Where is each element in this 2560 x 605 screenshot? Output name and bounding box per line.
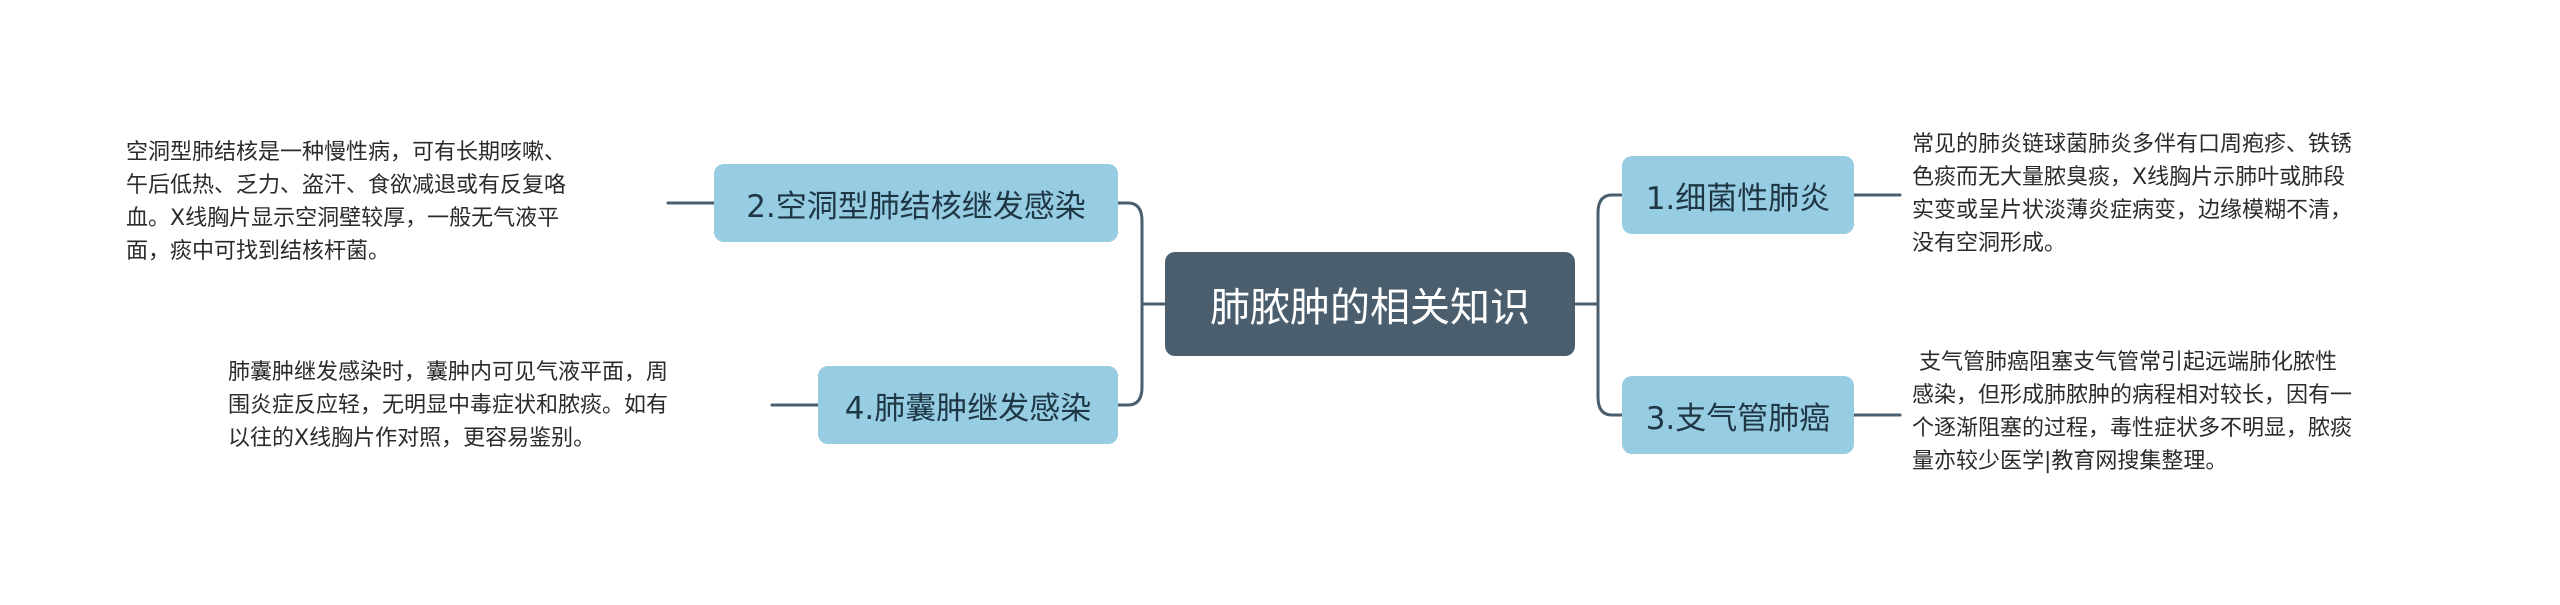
branch-node-2[interactable]: 2.空洞型肺结核继发感染 <box>714 164 1118 242</box>
leaf-1-line: 实变或呈片状淡薄炎症病变，边缘模糊不清， <box>1912 198 2353 223</box>
center-topic[interactable]: 肺脓肿的相关知识 <box>1165 252 1575 356</box>
connector-center-to-branch-1 <box>1573 193 1624 306</box>
leaf-text-1: 常见的肺炎链球菌肺炎多伴有口周疱疹、铁锈 色痰而无大量脓臭痰，X线胸片示肺叶或肺… <box>1912 128 2452 260</box>
branch-node-4[interactable]: 4.肺囊肿继发感染 <box>818 366 1118 444</box>
connector-center-to-branch-3 <box>1573 302 1624 417</box>
leaf-2-line: 血。X线胸片显示空洞壁较厚，一般无气液平 <box>126 206 560 231</box>
connector-center-to-branch-2 <box>1116 201 1167 306</box>
leaf-4-line: 肺囊肿继发感染时，囊肿内可见气液平面，周 <box>228 360 669 385</box>
connector-center-to-branch-4 <box>1116 302 1167 407</box>
leaf-2-line: 面，痰中可找到结核杆菌。 <box>126 239 391 264</box>
leaf-3-line: 个逐渐阻塞的过程，毒性症状多不明显，脓痰 <box>1912 416 2353 441</box>
leaf-1-line: 常见的肺炎链球菌肺炎多伴有口周疱疹、铁锈 <box>1912 132 2353 157</box>
leaf-4-line: 以往的X线胸片作对照，更容易鉴别。 <box>228 426 596 451</box>
leaf-text-4: 肺囊肿继发感染时，囊肿内可见气液平面，周 围炎症反应轻，无明显中毒症状和脓痰。如… <box>228 356 768 455</box>
leaf-3-line: 量亦较少医学|教育网搜集整理。 <box>1912 449 2228 474</box>
leaf-1-line: 色痰而无大量脓臭痰，X线胸片示肺叶或肺段 <box>1912 165 2346 190</box>
leaf-3-line: 支气管肺癌阻塞支气管常引起远端肺化脓性 <box>1912 350 2337 375</box>
leaf-3-line: 感染，但形成肺脓肿的病程相对较长，因有一 <box>1912 383 2353 408</box>
leaf-4-line: 围炎症反应轻，无明显中毒症状和脓痰。如有 <box>228 393 669 418</box>
leaf-1-line: 没有空洞形成。 <box>1912 231 2067 256</box>
leaf-text-2: 空洞型肺结核是一种慢性病，可有长期咳嗽、 午后低热、乏力、盗汗、食欲减退或有反复… <box>126 136 668 268</box>
leaf-2-line: 午后低热、乏力、盗汗、食欲减退或有反复咯 <box>126 173 567 198</box>
branch-node-1[interactable]: 1.细菌性肺炎 <box>1622 156 1854 234</box>
leaf-text-3: 支气管肺癌阻塞支气管常引起远端肺化脓性 感染，但形成肺脓肿的病程相对较长，因有一… <box>1912 346 2452 478</box>
branch-node-3[interactable]: 3.支气管肺癌 <box>1622 376 1854 454</box>
leaf-2-line: 空洞型肺结核是一种慢性病，可有长期咳嗽、 <box>126 140 567 165</box>
